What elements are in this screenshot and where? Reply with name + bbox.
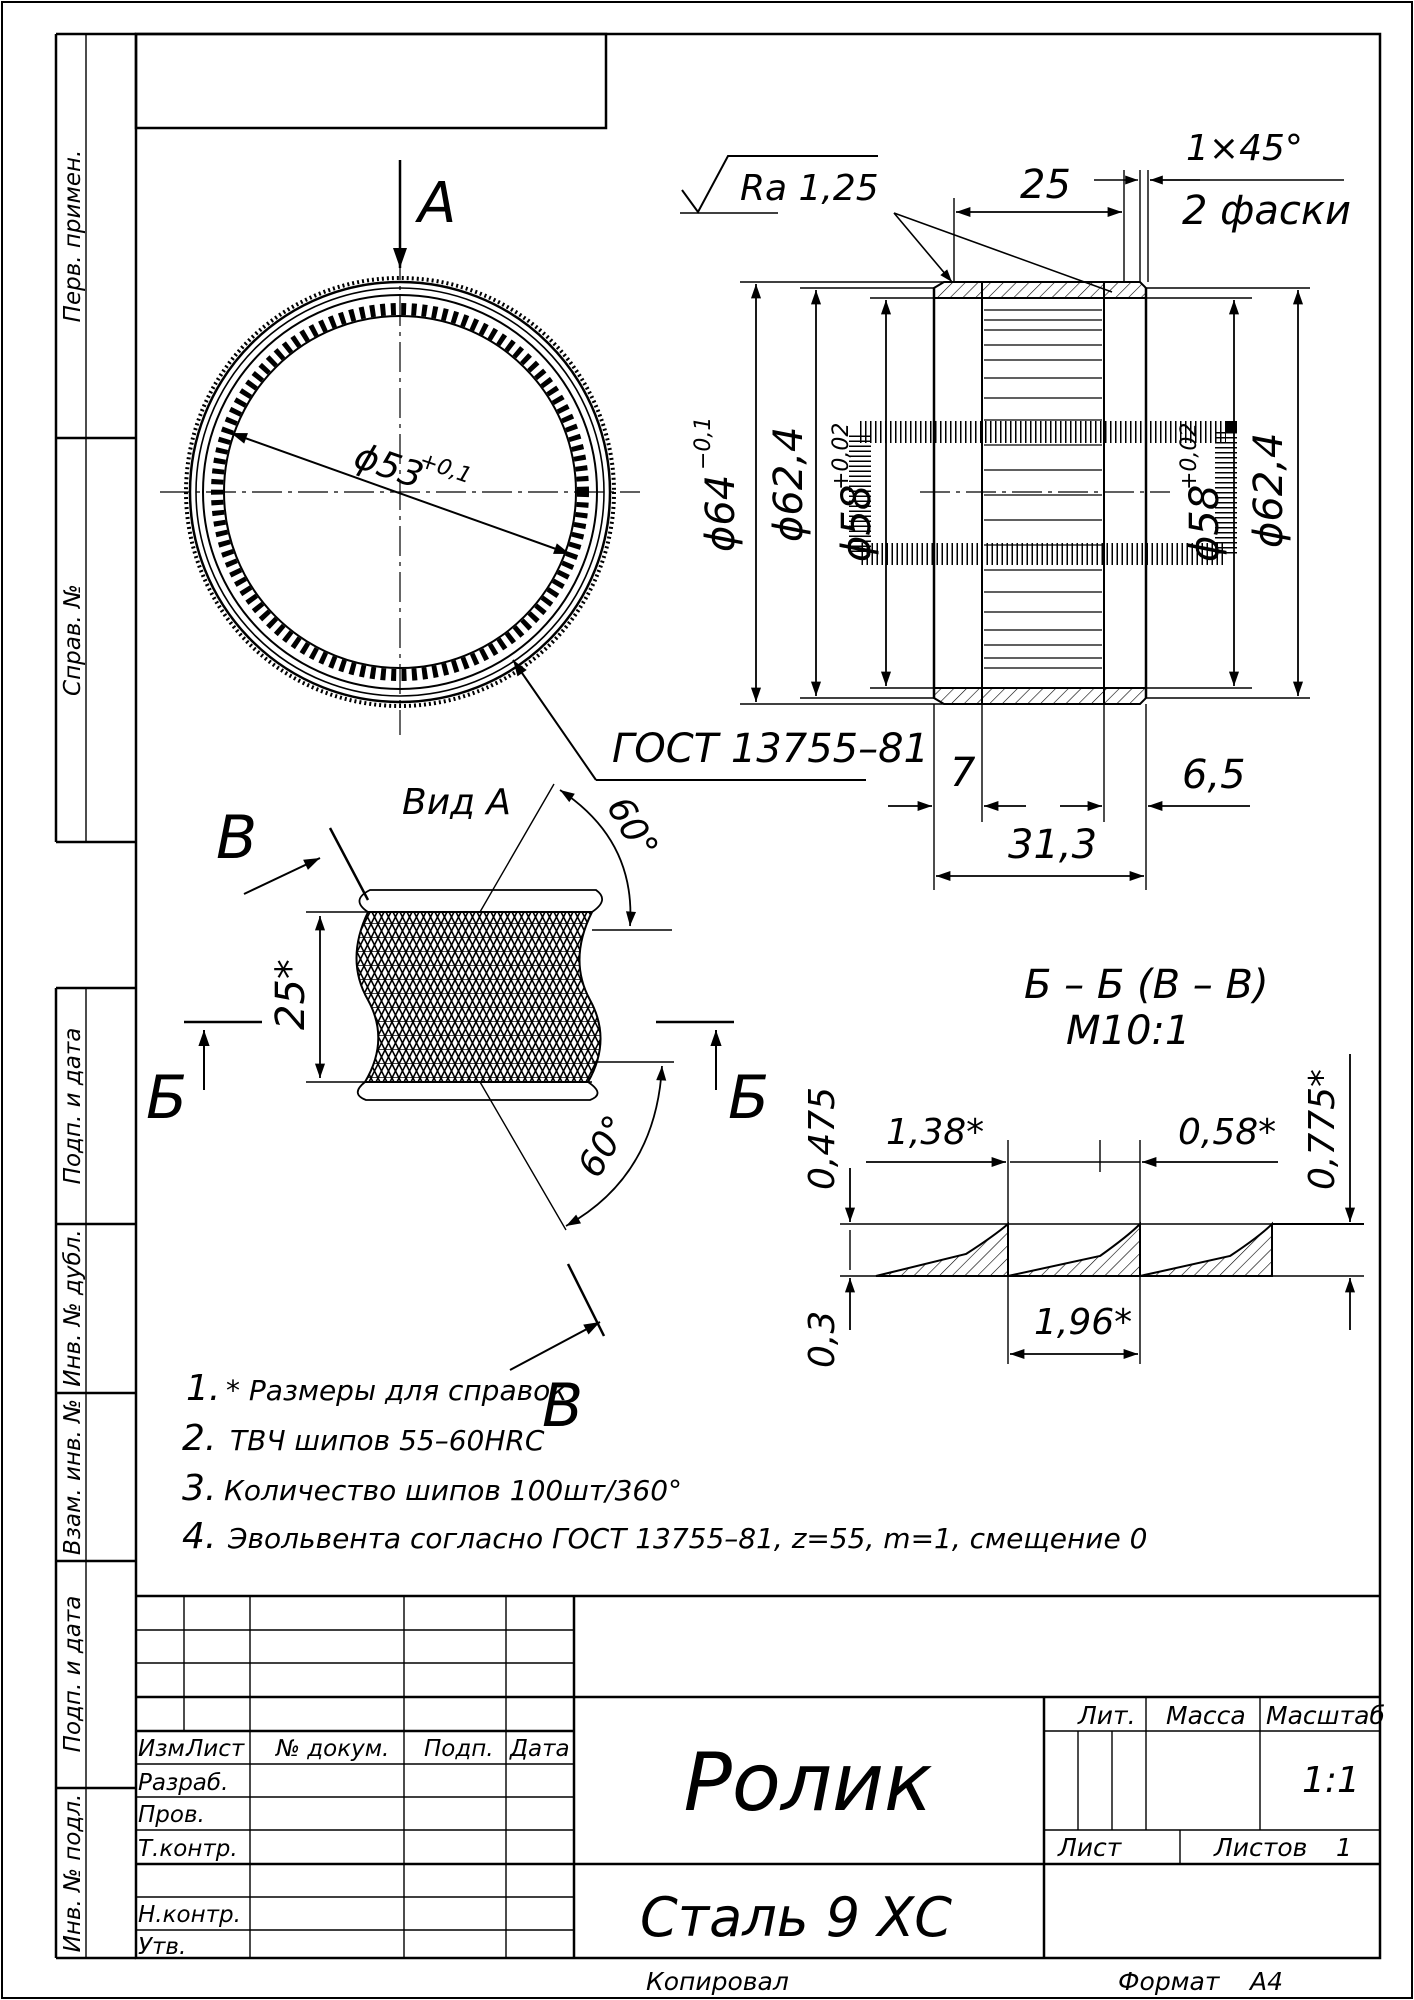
lit-header: Лит. [1077,1701,1136,1730]
front-view: А ϕ53 +0,1 ГОСТ 13755–81 [160,160,929,781]
kopiroval-label: Копировал [646,1967,789,1996]
view-a: Вид А 25* 60° 60° В В Б Б [146,782,769,1441]
chamfer-note: 2 фаски [1182,188,1351,234]
listov-label: Листов [1213,1833,1307,1862]
col-podp: Подп. [424,1736,494,1762]
dim-7: 7 [950,750,976,796]
view-a-title: Вид А [402,782,511,823]
label-perv-primen: Перв. примен. [60,150,86,323]
label-inv-podl: Инв. № подл. [60,1794,86,1953]
format-value: А4 [1248,1967,1283,1996]
listov-value: 1 [1336,1833,1352,1862]
section-letter-b-right: Б [728,1063,769,1133]
massa-header: Масса [1166,1701,1246,1730]
section-view: Ra 1,25 25 1×45° 2 фаски [680,128,1351,890]
dim-31-3: 31,3 [1008,822,1097,868]
section-letter-v-top: В [216,803,257,873]
label-podp-data-2: Подп. и дата [60,1596,86,1753]
roughness-label: Ra 1,25 [740,168,879,209]
dim-25-star: 25* [268,959,314,1030]
dim-0-775: 0,775* [1302,1069,1343,1190]
note-3-text: Количество шипов 100шт/360° [224,1474,682,1507]
label-vzam-inv: Взам. инв. № [60,1399,86,1555]
chamfer-label: 1×45° [1186,128,1303,169]
angle-60-top: 60° [598,790,665,866]
dim-1-38: 1,38* [886,1112,984,1153]
detail-scale: М10:1 [1066,1008,1190,1054]
detail-section: Б – Б (В – В) М10:1 1,38* 0,58* 1,96* 0,… [802,962,1364,1368]
title-block: Изм. Лист № докум. Подп. Дата Разраб. Пр… [136,1594,1385,1996]
format-label: Формат [1118,1967,1221,1996]
dim-d58-right-tolerance: +0,02 [1177,423,1202,490]
label-inv-dubl: Инв. № дубл. [60,1229,86,1386]
inner-frame [134,32,1382,1960]
note-2-text: ТВЧ шипов 55–60HRC [230,1424,545,1457]
row-prov: Пров. [138,1802,205,1828]
note-1-text: * Размеры для справок [226,1374,567,1407]
note-1-number: 1. [186,1368,220,1409]
dim-0-58: 0,58* [1178,1112,1276,1153]
gost-callout: ГОСТ 13755–81 [612,726,929,772]
dim-d64-tolerance: −0,1 [691,417,716,470]
note-2-number: 2. [182,1418,216,1459]
note-4-text: Эвольвента согласно ГОСТ 13755–81, z=55,… [227,1522,1147,1555]
detail-title: Б – Б (В – В) [1024,962,1269,1008]
label-sprav-no: Справ. № [60,584,86,696]
col-list: Лист [185,1736,245,1762]
technical-notes: 1. * Размеры для справок 2. ТВЧ шипов 55… [182,1368,1147,1557]
scale-value: 1:1 [1302,1760,1360,1801]
dim-d58-right: ϕ58 [1182,485,1228,562]
masshtab-header: Масштаб [1266,1701,1385,1730]
view-arrow-letter-a: А [415,171,456,236]
col-izm: Изм. [138,1736,192,1762]
col-doc-number: № докум. [274,1736,389,1762]
dim-1-96: 1,96* [1034,1302,1132,1343]
section-letter-v-bottom: В [542,1371,583,1441]
row-utv: Утв. [138,1934,186,1960]
section-letter-b-left: Б [146,1063,187,1133]
part-name: Ролик [684,1736,933,1829]
dim-d53: ϕ53 [349,436,428,497]
dim-d58-left: ϕ58 [834,485,880,562]
side-strip: Перв. примен. Справ. № Подп. и дата Инв.… [54,32,136,1960]
list-label: Лист [1057,1833,1123,1862]
dim-0-3: 0,3 [802,1311,843,1368]
row-nkontr: Н.контр. [138,1902,241,1928]
dim-d62-4-left: ϕ62,4 [766,427,812,542]
dim-d62-4-right: ϕ62,4 [1246,433,1292,548]
dim-d58-left-tolerance: +0,02 [829,423,854,490]
note-3-number: 3. [182,1468,216,1509]
row-tkontr: Т.контр. [138,1836,238,1862]
material: Сталь 9 ХС [640,1886,952,1949]
dim-0-475: 0,475 [802,1087,843,1190]
label-podp-data-1: Подп. и дата [60,1028,86,1185]
col-data: Дата [509,1736,570,1762]
row-razrab: Разраб. [138,1770,228,1796]
dim-6-5: 6,5 [1182,752,1246,798]
dim-25: 25 [1020,162,1071,208]
note-4-number: 4. [182,1516,216,1557]
dim-d53-tolerance: +0,1 [416,448,475,489]
top-left-box [134,32,608,130]
dim-d64: ϕ64 [698,475,744,552]
